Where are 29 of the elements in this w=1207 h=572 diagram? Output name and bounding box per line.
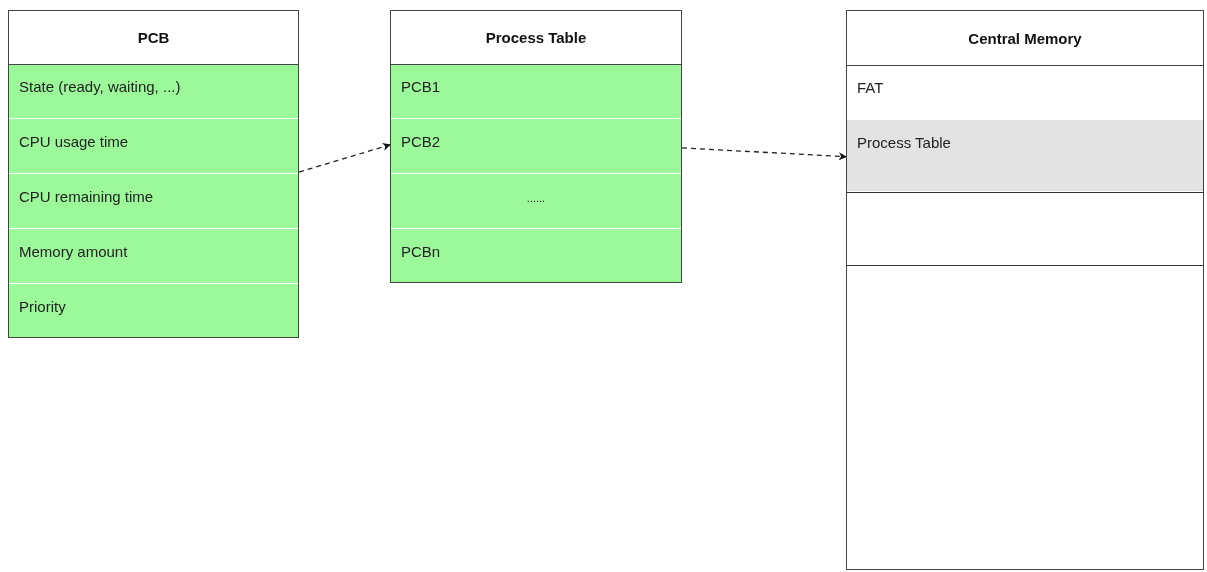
row-text: CPU remaining time [19, 188, 154, 205]
row-text: Priority [19, 298, 66, 315]
table-title: PCB [137, 29, 170, 46]
row-text: PCB2 [401, 133, 441, 150]
table-title: Process Table [485, 29, 587, 46]
table-frame [8, 10, 299, 338]
table-row [9, 64, 298, 118]
arrow [298, 143, 391, 173]
table-row [391, 64, 681, 118]
arrow [681, 147, 847, 161]
table-row [847, 120, 1203, 191]
table-row [391, 174, 681, 228]
table-row [9, 119, 298, 173]
table-frame [390, 10, 682, 283]
table-row [9, 229, 298, 283]
table-row [391, 229, 681, 282]
table-title: Central Memory [968, 29, 1082, 47]
row-text: State (ready, waiting, ...) [19, 78, 181, 95]
row-text: Memory amount [19, 243, 128, 260]
row-text: Process Table [857, 134, 951, 151]
row-text: FAT [857, 79, 884, 96]
table-row [391, 119, 681, 173]
table-row [9, 174, 298, 228]
row-text: CPU usage time [19, 133, 129, 150]
table-row [9, 284, 298, 337]
table-frame [846, 10, 1204, 570]
row-text: PCBn [401, 243, 441, 260]
ellipsis-text: ...... [526, 192, 546, 204]
row-text: PCB1 [401, 78, 441, 95]
